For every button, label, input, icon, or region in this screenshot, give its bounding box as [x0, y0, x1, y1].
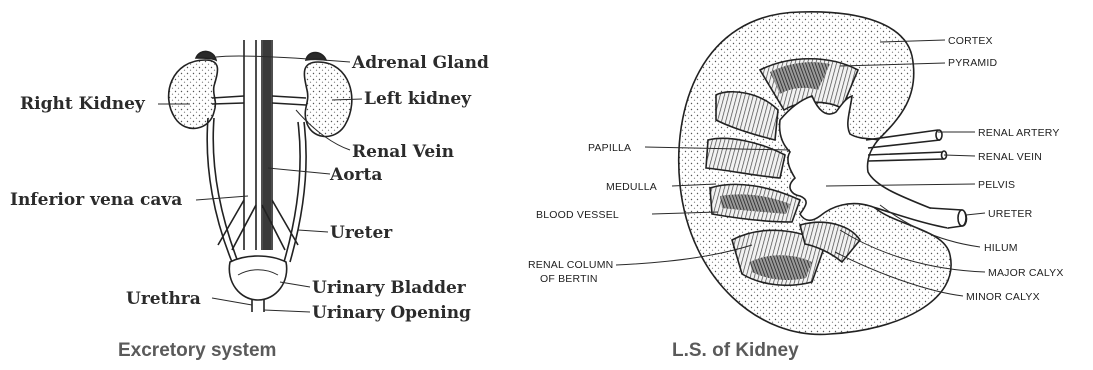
left-ureter: [284, 122, 306, 262]
iliac-branches: [218, 200, 298, 250]
urethra-leader: [212, 298, 252, 305]
label-ureter: Ureter: [330, 223, 393, 243]
label-blood-vessel: BLOOD VESSEL: [536, 209, 619, 221]
inferior-vena-cava-vessel: [244, 40, 256, 250]
label-hilum: HILUM: [984, 242, 1018, 254]
caption-ls-of-kidney: L.S. of Kidney: [672, 340, 799, 361]
kidney-longitudinal-section-diagram: CORTEX PYRAMID RENAL ARTERY RENAL VEIN P…: [528, 12, 1064, 361]
renal-vein-tube: [868, 152, 944, 161]
label-urinary-bladder: Urinary Bladder: [312, 278, 467, 298]
renal-vein-leader: [944, 155, 975, 156]
label-renal-column-line2: OF BERTIN: [540, 273, 598, 285]
right-ureter: [207, 118, 238, 262]
label-ureter: URETER: [988, 208, 1033, 220]
right-adrenal-gland: [196, 51, 216, 60]
right-renal-vessels: [212, 96, 244, 104]
ureter-leader: [298, 230, 328, 232]
ureter-leader: [966, 213, 985, 215]
label-urinary-opening: Urinary Opening: [312, 303, 471, 323]
urinary-opening-leader: [264, 310, 310, 312]
label-major-calyx: MAJOR CALYX: [988, 267, 1064, 279]
label-left-kidney: Left kidney: [364, 89, 472, 109]
label-medulla: MEDULLA: [606, 181, 657, 193]
label-renal-vein: Renal Vein: [352, 142, 454, 162]
label-pyramid: PYRAMID: [948, 57, 997, 69]
left-renal-vessels: [272, 96, 306, 105]
label-papilla: PAPILLA: [588, 142, 631, 154]
label-urethra: Urethra: [126, 289, 201, 309]
label-pelvis: PELVIS: [978, 179, 1015, 191]
label-cortex: CORTEX: [948, 35, 993, 47]
excretory-system-diagram: Adrenal Gland Right Kidney Left kidney R…: [10, 40, 489, 361]
urinary-bladder-organ: [229, 256, 286, 300]
label-renal-vein: RENAL VEIN: [978, 151, 1042, 163]
adrenal-gland-leader: [216, 56, 350, 62]
label-inferior-vena-cava: Inferior vena cava: [10, 190, 182, 210]
label-adrenal-gland: Adrenal Gland: [351, 53, 489, 73]
label-renal-column-line1: RENAL COLUMN: [528, 259, 613, 271]
label-aorta: Aorta: [329, 165, 382, 185]
urethra-tube: [252, 300, 264, 312]
inferior-vena-cava-leader: [196, 196, 248, 200]
right-kidney-organ: [169, 60, 218, 128]
label-renal-artery: RENAL ARTERY: [978, 127, 1060, 139]
label-right-kidney: Right Kidney: [20, 94, 146, 114]
label-minor-calyx: MINOR CALYX: [966, 291, 1040, 303]
aorta-fill: [263, 40, 271, 250]
ureter-opening: [958, 210, 966, 226]
caption-excretory-system: Excretory system: [118, 340, 276, 361]
urinary-bladder-leader: [280, 282, 310, 287]
